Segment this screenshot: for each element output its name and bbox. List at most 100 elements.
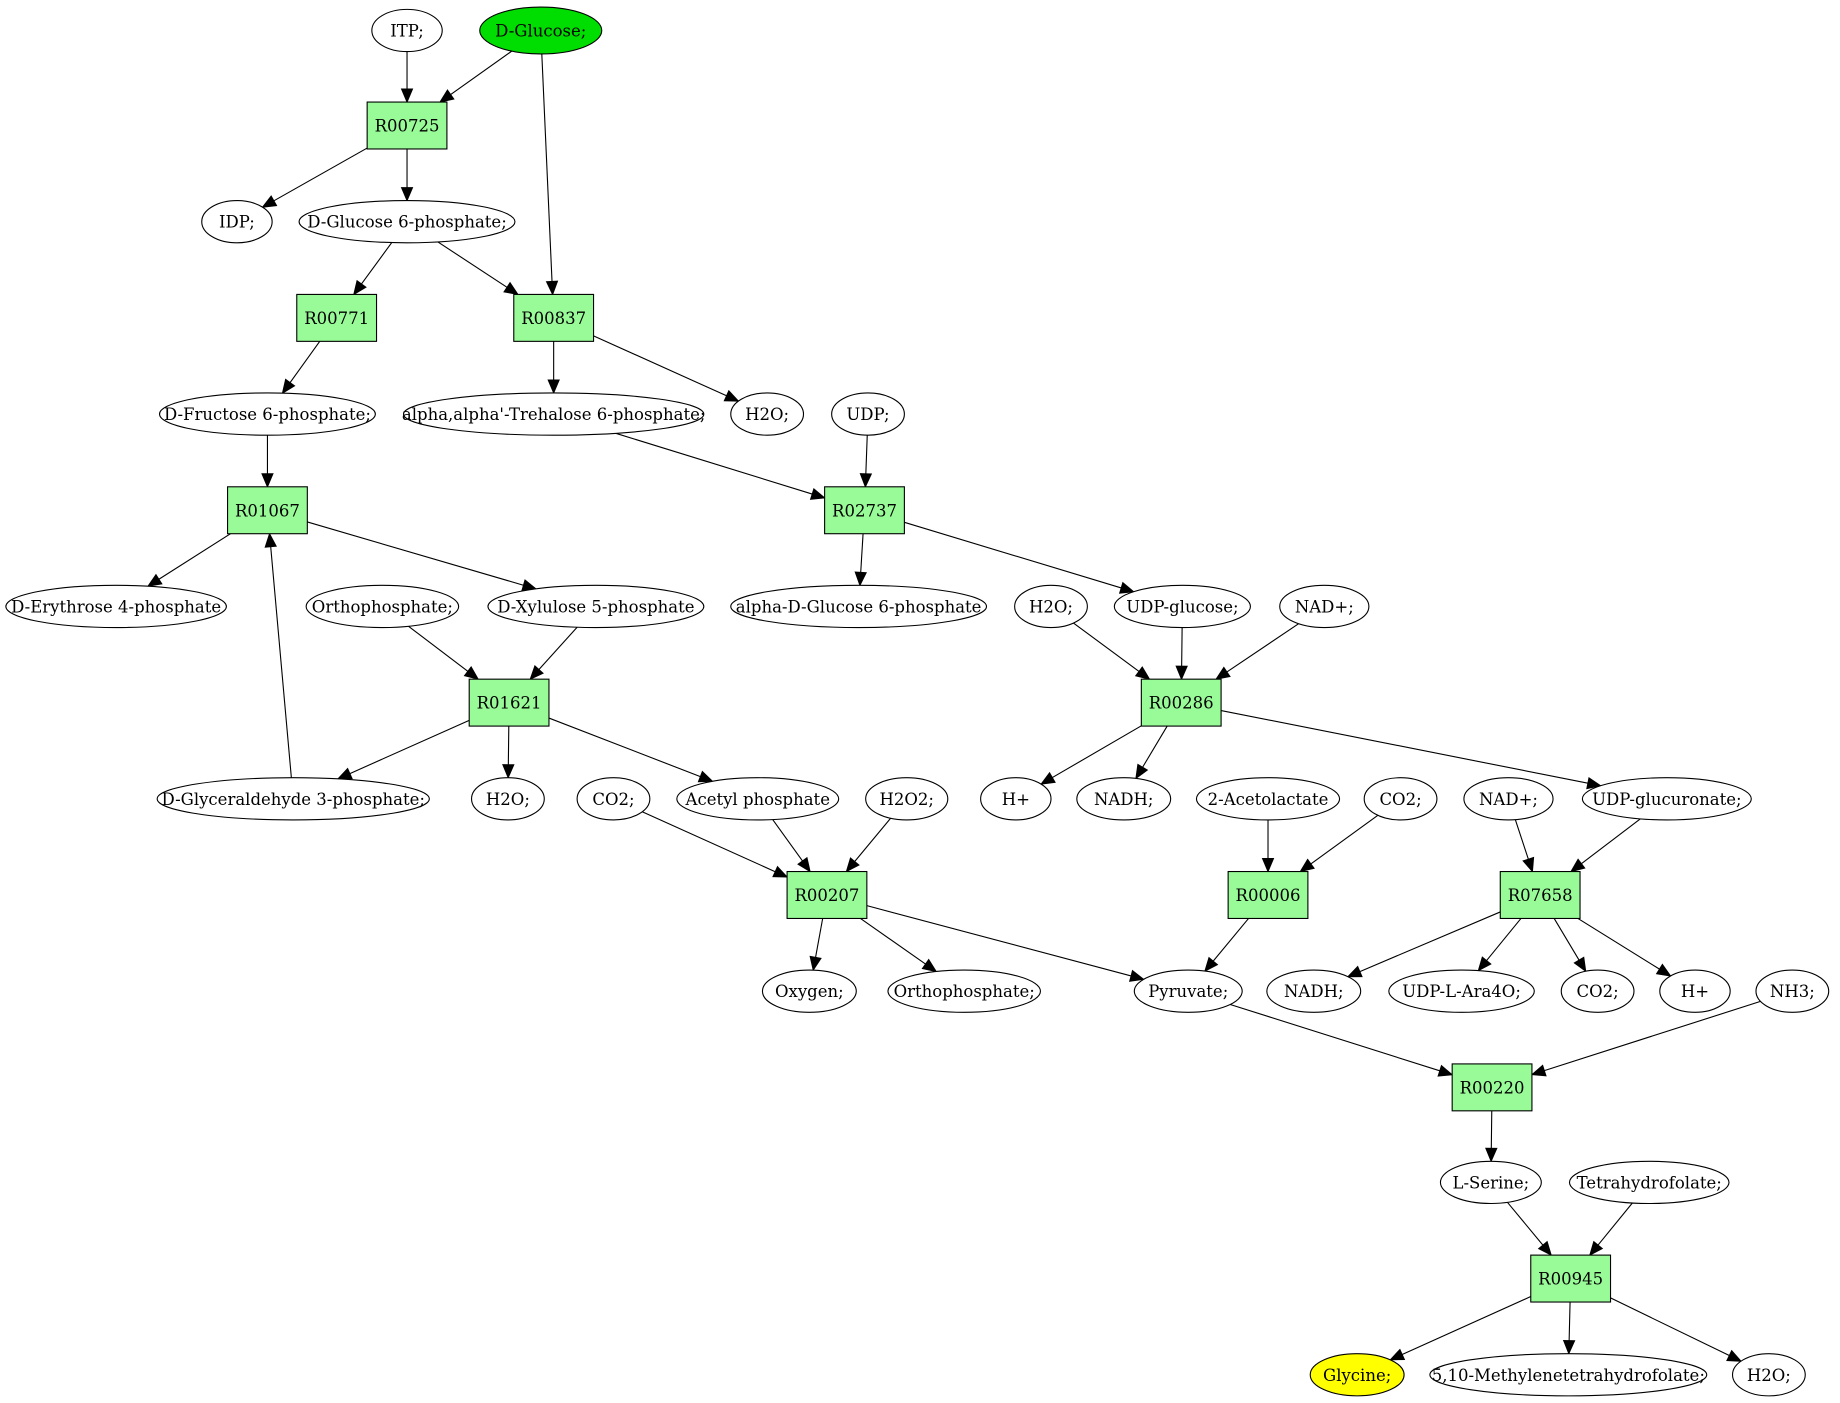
edge-R01067-to-x5p — [307, 521, 538, 592]
metabolite-shape — [1581, 777, 1752, 821]
metabolite-g6p: D-Glucose 6-phosphate; — [298, 200, 516, 244]
reaction-box — [1227, 870, 1309, 920]
reaction-label: R00207 — [795, 886, 860, 905]
reaction-box — [296, 293, 378, 342]
edge-R00945-to-methylenethf — [1562, 1302, 1576, 1355]
edge-pyruvate-to-R00220 — [1230, 1003, 1454, 1077]
edge-R00945-to-h2o_d — [1610, 1297, 1743, 1362]
metabolite-label: Pyruvate; — [1148, 982, 1228, 1001]
metabolite-shape — [1133, 969, 1243, 1013]
metabolite-label: NH3; — [1770, 982, 1815, 1001]
metabolite-orthophosphate-a: Orthophosphate; — [305, 584, 460, 629]
metabolite-nh3: NH3; — [1755, 969, 1830, 1013]
metabolite-label: Tetrahydrofolate; — [1577, 1173, 1722, 1192]
reaction-r01621: R01621 — [468, 678, 550, 727]
metabolite-h2o-c: H2O; — [470, 777, 545, 821]
reaction-label: R00837 — [521, 309, 586, 328]
reaction-label: R00945 — [1538, 1270, 1603, 1289]
reaction-r00725: R00725 — [366, 101, 448, 150]
metabolite-shape — [305, 584, 460, 629]
metabolite-label: D-Fructose 6-phosphate; — [164, 405, 371, 424]
metabolite-itp: ITP; — [371, 8, 443, 53]
metabolite-label: 2-Acetolactate — [1208, 790, 1329, 809]
metabolite-co2-a: CO2; — [576, 777, 651, 821]
reaction-box — [366, 101, 448, 150]
edge-nadp_b-to-R07658 — [1514, 819, 1535, 873]
metabolite-label: Glycine; — [1323, 1366, 1391, 1385]
edge-R00006-to-pyruvate — [1204, 918, 1249, 973]
metabolite-t6p: alpha,alpha'-Trehalose 6-phosphate; — [402, 392, 705, 436]
metabolite-shape — [865, 777, 949, 821]
metabolite-shape — [371, 8, 443, 53]
metabolite-shape — [1429, 1353, 1708, 1397]
edge-R07658-to-nadh_b — [1346, 911, 1501, 978]
edge-x5p-to-R01621 — [529, 626, 578, 681]
edge-R00207-to-oxygen — [809, 918, 824, 972]
metabolite-shape — [1279, 584, 1370, 629]
metabolite-label: Oxygen; — [775, 982, 844, 1001]
edge-thf-to-R00945 — [1589, 1202, 1633, 1257]
metabolite-shape — [1363, 777, 1438, 821]
metabolite-label: CO2; — [1577, 982, 1619, 1001]
edges — [146, 50, 1761, 1362]
metabolite-label: alpha-D-Glucose 6-phosphate — [736, 597, 982, 616]
reaction-box — [1499, 870, 1581, 920]
edge-f6p-to-R01067 — [261, 435, 274, 489]
metabolite-shape — [1014, 584, 1088, 629]
edge-R01621-to-h2o_c — [502, 726, 515, 779]
metabolite-label: NAD+; — [1295, 597, 1354, 616]
reaction-label: R07658 — [1508, 886, 1573, 905]
metabolite-shape — [1388, 969, 1535, 1013]
metabolite-shape — [298, 200, 516, 244]
metabolite-label: UDP-L-Ara4O; — [1402, 982, 1521, 1001]
reaction-r00837: R00837 — [513, 293, 595, 342]
edge-R00837-to-t6p — [547, 341, 560, 395]
edge-h2o2-to-R00207 — [845, 817, 892, 873]
edge-R07658-to-hplus_b — [1577, 917, 1672, 977]
edge-acetolactate-to-R00006 — [1261, 819, 1275, 873]
metabolite-label: H+ — [1681, 982, 1709, 1001]
edge-R01621-to-gap — [336, 719, 470, 780]
reaction-label: R00220 — [1460, 1078, 1525, 1097]
reaction-r00207: R00207 — [786, 870, 868, 920]
edge-serine-to-R00945 — [1507, 1201, 1553, 1257]
reaction-box — [1451, 1063, 1533, 1112]
metabolite-label: H2O; — [486, 790, 530, 809]
metabolite-label: Acetyl phosphate — [685, 790, 830, 809]
metabolite-label: Orthophosphate; — [312, 597, 453, 616]
edge-R01067-to-e4p — [146, 533, 231, 587]
metabolite-nadh-b: NADH; — [1266, 969, 1362, 1013]
metabolite-co2-b: CO2; — [1363, 777, 1438, 821]
metabolite-acetolactate: 2-Acetolactate — [1195, 777, 1341, 821]
metabolite-shape — [470, 777, 545, 821]
edge-dglucose-to-R00837 — [541, 53, 559, 296]
edge-udp-to-R02737 — [859, 435, 873, 489]
metabolite-shape — [487, 584, 705, 629]
metabolite-shape — [1659, 969, 1731, 1013]
edge-R00771-to-f6p — [281, 341, 321, 395]
metabolite-co2-c: CO2; — [1560, 969, 1635, 1013]
reaction-box — [513, 293, 595, 342]
edge-R00286-to-hplus_a — [1039, 725, 1142, 785]
edge-R01621-to-acetylp — [548, 717, 714, 783]
metabolite-dglucose: D-Glucose; — [479, 6, 603, 55]
reaction-r01067: R01067 — [227, 486, 308, 535]
edge-R00207-to-pyruvate — [866, 905, 1145, 982]
reaction-box — [786, 870, 868, 920]
metabolite-h2o-a: H2O; — [730, 392, 805, 436]
metabolite-label: D-Glyceraldehyde 3-phosphate; — [162, 790, 425, 809]
metabolite-nadp-a: NAD+; — [1279, 584, 1370, 629]
metabolite-shape — [1076, 777, 1172, 821]
metabolite-label: Orthophosphate; — [894, 982, 1035, 1001]
edge-itp-to-R00725 — [400, 51, 414, 104]
metabolite-h2o-b: H2O; — [1014, 584, 1088, 629]
edge-R00207-to-orthophosphate_b — [860, 918, 938, 973]
metabolite-label: NADH; — [1284, 982, 1344, 1001]
metabolite-shape — [158, 392, 376, 436]
reaction-label: R02737 — [832, 501, 897, 520]
metabolite-e4p: D-Erythrose 4-phosphate — [5, 584, 227, 629]
metabolite-orthophosphate-b: Orthophosphate; — [887, 969, 1042, 1013]
metabolite-shape — [1731, 1353, 1806, 1397]
metabolite-label: IDP; — [219, 213, 255, 232]
reaction-label: R00286 — [1149, 694, 1214, 713]
